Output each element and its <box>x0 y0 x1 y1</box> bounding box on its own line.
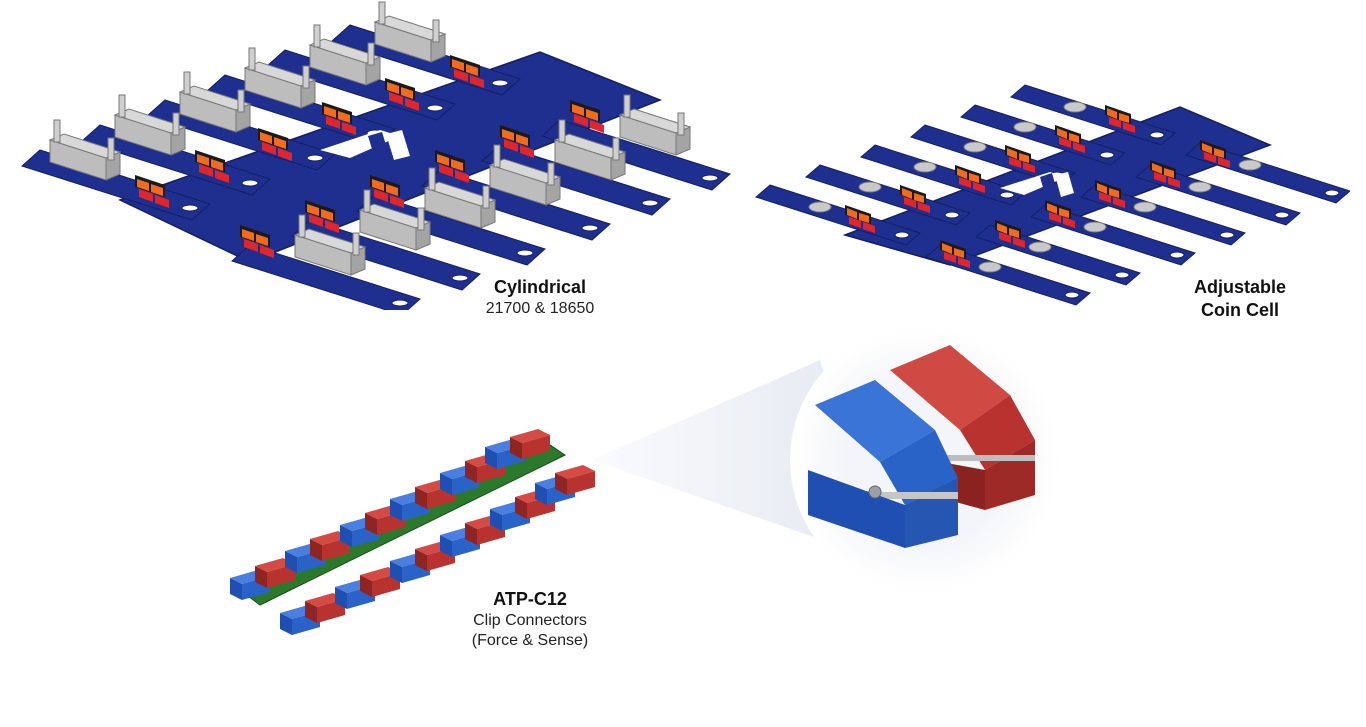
blue-clip-icon <box>808 380 958 548</box>
clip-connector-strip-image <box>230 429 595 635</box>
cylindrical-title: Cylindrical <box>493 277 587 297</box>
clip-subtitle-line1: Clip Connectors <box>473 611 587 629</box>
coin-cell-title-line2: Coin Cell <box>1200 299 1279 320</box>
clip-caption: ATP-C12 Clip Connectors (Force & Sense) <box>430 588 630 651</box>
cylindrical-caption: Cylindrical 21700 & 18650 <box>460 276 620 319</box>
coin-cell-fixture-image <box>755 84 1350 306</box>
coin-cell-title-line1: Adjustable <box>1193 277 1286 297</box>
clip-title: ATP-C12 <box>493 589 567 609</box>
cylindrical-fixture-image <box>21 1 731 310</box>
ai-logo-icon <box>1000 172 1074 198</box>
cylindrical-subtitle: 21700 & 18650 <box>485 299 595 317</box>
ai-logo-icon <box>320 130 410 162</box>
red-clip-icon <box>890 345 1035 510</box>
clip-subtitle-line2: (Force & Sense) <box>471 631 589 649</box>
coin-cell-caption: Adjustable Coin Cell <box>1160 276 1320 321</box>
